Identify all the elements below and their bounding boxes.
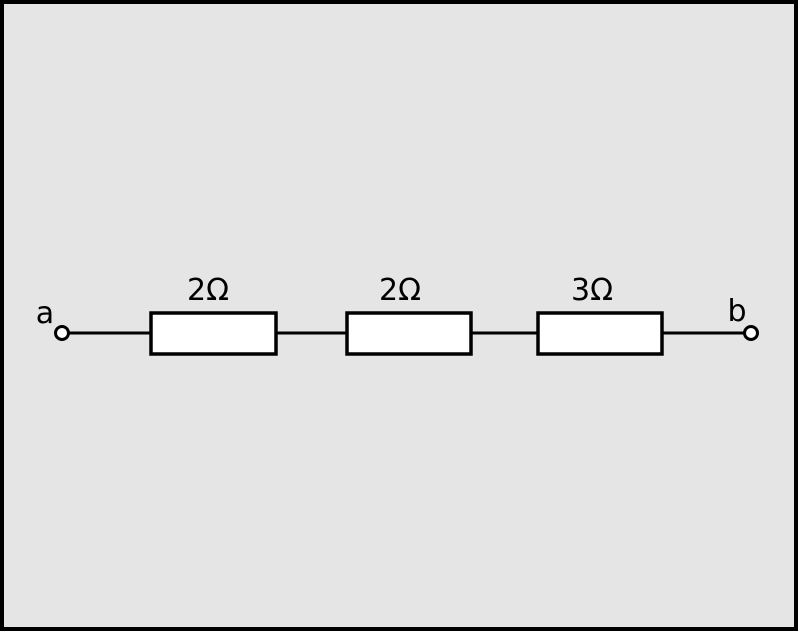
resistor-3-label: 3Ω: [571, 273, 613, 308]
resistor-3: [536, 311, 664, 356]
terminal-a-node: [54, 325, 70, 341]
resistor-2: [345, 311, 473, 356]
terminal-a-label: a: [36, 296, 54, 331]
terminal-b-label: b: [727, 294, 746, 329]
terminal-b-node: [743, 325, 759, 341]
resistor-2-label: 2Ω: [379, 273, 421, 308]
resistor-1: [149, 311, 278, 356]
resistor-1-label: 2Ω: [187, 273, 229, 308]
